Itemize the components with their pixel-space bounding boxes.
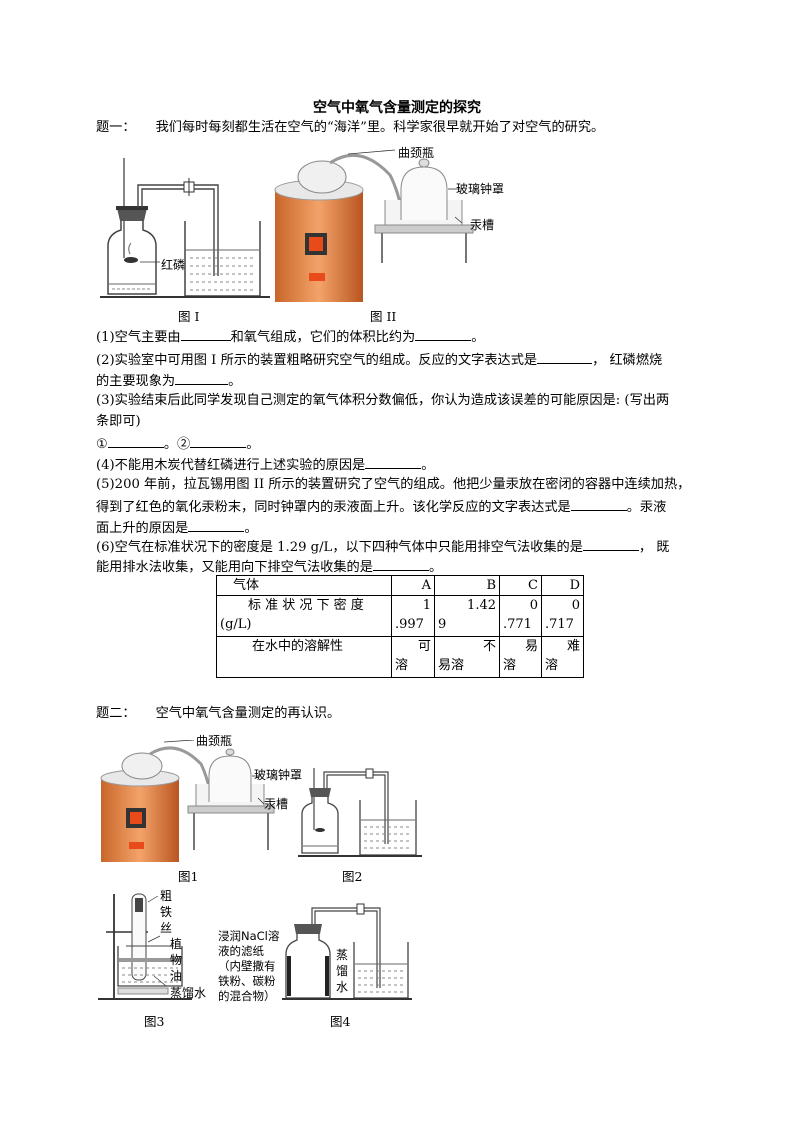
gas-properties-table: 气体 A B C D 标 准 状 况 下 密 度 (g/L) 1.997 1.4… xyxy=(216,575,584,678)
caption-figure-ii: 图 II xyxy=(370,309,397,324)
answer-blank[interactable] xyxy=(190,433,247,448)
label-retort-2: 曲颈瓶 xyxy=(196,734,233,748)
label-mercury-trough-2: 汞槽 xyxy=(264,797,289,811)
table-row: 在水中的溶解性 可溶 不易溶 易溶 难溶 xyxy=(216,636,584,678)
label-distilled-water: 蒸馏水 xyxy=(170,986,207,1000)
q1-part3-line2: 条即可) xyxy=(96,414,141,429)
answer-blank[interactable] xyxy=(372,556,429,571)
figure-ii-lavoisier-apparatus xyxy=(274,149,474,302)
label-distilled-water-4: 蒸 馏 水 xyxy=(336,948,349,994)
answer-blank[interactable] xyxy=(180,326,231,341)
q2-intro: 空气中氧气含量测定的再认识。 xyxy=(155,706,341,721)
caption-figure-i: 图 I xyxy=(178,309,200,324)
figure-2-phosphorus-apparatus xyxy=(298,768,422,857)
caption-figure-3: 图3 xyxy=(144,1014,165,1029)
answer-blank[interactable] xyxy=(188,517,245,532)
q1-part3-line3: ①。②。 xyxy=(96,433,696,455)
answer-blank[interactable] xyxy=(365,454,422,469)
label-bell-jar: 玻璃钟罩 xyxy=(456,182,505,196)
answer-blank[interactable] xyxy=(107,433,164,448)
q1-part2-line1: (2)实验室中可用图 I 所示的装置粗略研究空气的组成。反应的文字表达式是， 红… xyxy=(96,349,696,371)
q2-label: 题二： xyxy=(96,706,136,721)
q1-intro-line: 题一： 我们每时每刻都生活在空气的“海洋”里。科学家很早就开始了对空气的研究。 xyxy=(96,118,696,138)
q1-part5-line3: 面上升的原因是。 xyxy=(96,517,696,539)
table-row: 气体 A B C D xyxy=(216,575,584,596)
caption-figure-4: 图4 xyxy=(330,1014,351,1029)
answer-blank[interactable] xyxy=(570,496,627,511)
answer-blank[interactable] xyxy=(582,536,639,551)
q2-intro-line: 题二： 空气中氧气含量测定的再认识。 xyxy=(96,704,696,724)
label-mercury-trough: 汞槽 xyxy=(470,218,495,232)
q1-part1: (1)空气主要由和氧气组成，它们的体积比约为。 xyxy=(96,326,696,348)
q1-part2-line2: 的主要现象为。 xyxy=(96,370,696,392)
page-title: 空气中氧气含量测定的探究 xyxy=(313,100,481,116)
label-retort: 曲颈瓶 xyxy=(398,146,435,160)
caption-figure-1: 图1 xyxy=(178,869,199,884)
q1-part5-line2: 得到了红色的氧化汞粉末，同时钟罩内的汞液面上升。该化学反应的文字表达式是。汞液 xyxy=(96,496,696,518)
caption-figure-2: 图2 xyxy=(342,869,363,884)
q1-part3-line1: (3)实验结束后此同学发现自己测定的氧气体积分数偏低，你认为造成该误差的可能原因… xyxy=(96,393,670,408)
answer-blank[interactable] xyxy=(415,326,472,341)
q1-part6-line1: (6)空气在标准状况下的密度是 1.29 g/L，以下四种气体中只能用排空气法收… xyxy=(96,536,696,558)
q1-part6-line2: 能用排水法收集，又能用向下排空气法收集的是。 xyxy=(96,556,696,578)
figure-4-iron-powder-apparatus xyxy=(282,903,412,1000)
q1-part5-line1: (5)200 年前，拉瓦锡用图 II 所示的装置研究了空气的组成。他把少量汞放在… xyxy=(96,477,691,492)
figure-i-phosphorus-apparatus xyxy=(100,158,270,298)
label-vegetable-oil: 植 物 油 xyxy=(170,937,183,983)
figure-3-iron-wire-apparatus xyxy=(98,893,192,1000)
label-filter-paper: 浸润NaCl溶 液的滤纸 （内壁撒有 铁粉、碳粉 的混合物） xyxy=(218,929,280,1003)
label-coarse-iron-wire: 粗 铁 丝 xyxy=(160,889,173,935)
q1-part4: (4)不能用木炭代替红磷进行上述实验的原因是。 xyxy=(96,454,696,476)
q1-intro: 我们每时每刻都生活在空气的“海洋”里。科学家很早就开始了对空气的研究。 xyxy=(155,120,605,135)
q1-label: 题一： xyxy=(96,120,136,135)
label-bell-jar-2: 玻璃钟罩 xyxy=(254,768,303,782)
figure-1-lavoisier-apparatus xyxy=(100,740,275,862)
answer-blank[interactable] xyxy=(537,349,593,364)
answer-blank[interactable] xyxy=(175,370,229,385)
label-red-phosphorus: 红磷 xyxy=(161,258,186,272)
